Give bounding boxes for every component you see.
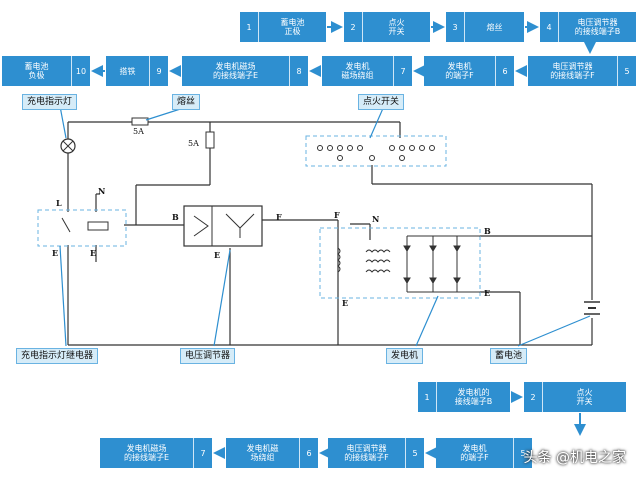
flow-step-9: 搭铁 9	[106, 56, 168, 86]
step-label: 发电机 的端子F	[460, 444, 489, 462]
step-label: 蓄电池 正极	[280, 18, 305, 36]
step-number: 6	[299, 438, 318, 468]
terminal-F-reg: F	[276, 212, 282, 222]
flow-bottom-step-4: 电压调节器 的接线端子F 5	[328, 438, 424, 468]
step-label: 熔丝	[486, 22, 503, 32]
label-fuse: 熔丝	[172, 94, 201, 110]
step-number: 2	[344, 12, 363, 42]
step-label: 点火 开关	[576, 388, 593, 406]
step-label: 蓄电池 负极	[24, 62, 49, 80]
label-generator: 发电机	[386, 348, 424, 364]
terminal-E-gen-mid: E	[342, 298, 348, 308]
flow-step-7: 发电机 磁场绕组 7	[322, 56, 412, 86]
fuse-right-rating: 5A	[188, 139, 199, 148]
step-number: 9	[149, 56, 168, 86]
step-number: 1	[240, 12, 259, 42]
terminal-L: L	[56, 198, 62, 208]
flow-step-5: 电压调节器 的接线端子F 5	[528, 56, 636, 86]
wires	[67, 121, 593, 346]
step-number: 5	[617, 56, 636, 86]
generator-box	[319, 227, 481, 299]
step-label: 电压调节器 的接线端子F	[550, 62, 595, 80]
terminal-E-gen-right: E	[484, 288, 490, 298]
generator-stator-coils	[365, 249, 391, 273]
relay-coil	[87, 221, 109, 231]
flow-step-10: 蓄电池 负极 10	[2, 56, 90, 86]
step-number: 2	[524, 382, 543, 412]
flow-step-6: 发电机 的端子F 6	[424, 56, 514, 86]
flow-bottom-step-2: 2 点火 开关	[524, 382, 626, 412]
terminal-N-left: N	[98, 186, 105, 196]
step-number: 10	[71, 56, 90, 86]
step-number: 7	[193, 438, 212, 468]
label-relay: 充电指示灯继电器	[16, 348, 99, 364]
terminal-E-relay-right: E	[90, 248, 96, 258]
flow-bottom-step-5: 发电机磁 场绕组 6	[226, 438, 318, 468]
battery-symbol	[584, 301, 600, 315]
flow-bottom-step-6: 发电机磁场 的接线端子E 7	[100, 438, 212, 468]
regulator-transistor	[225, 213, 255, 238]
step-number: 7	[393, 56, 412, 86]
step-number: 4	[540, 12, 559, 42]
ignition-switch-box	[305, 135, 447, 167]
ignition-switch-contacts	[317, 145, 435, 161]
flow-step-1: 1 蓄电池 正极	[240, 12, 326, 42]
step-label: 发电机 磁场绕组	[341, 62, 374, 80]
flow-step-4: 4 电压调节器 的接线端子B	[540, 12, 636, 42]
step-label: 发电机的 接线端子B	[454, 388, 493, 406]
flow-step-3: 3 熔丝	[446, 12, 524, 42]
flow-arrows	[91, 21, 596, 459]
step-label: 电压调节器 的接线端子F	[344, 444, 389, 462]
rectifier-diodes	[403, 235, 480, 293]
step-label: 电压调节器 的接线端子B	[574, 18, 621, 36]
relay-contact	[61, 217, 71, 233]
relay-box	[37, 209, 127, 247]
flow-step-8: 发电机磁场 的接线端子E 8	[182, 56, 308, 86]
step-label: 发电机磁 场绕组	[246, 444, 279, 462]
label-battery: 蓄电池	[490, 348, 528, 364]
flow-bottom-step-3: 发电机 的端子F 5	[436, 438, 532, 468]
step-number: 3	[446, 12, 465, 42]
label-charge-lamp: 充电指示灯	[22, 94, 78, 110]
terminal-B-gen: B	[484, 226, 491, 236]
terminal-B-reg: B	[172, 212, 179, 222]
fuse-top-rating: 5A	[133, 127, 144, 136]
generator-field-coil	[337, 247, 341, 273]
terminal-N-gen: N	[372, 214, 379, 224]
terminal-E-reg: E	[214, 250, 220, 260]
step-label: 发电机 的端子F	[445, 62, 474, 80]
regulator-box	[183, 205, 263, 247]
step-label: 发电机磁场 的接线端子E	[212, 62, 259, 80]
step-label: 发电机磁场 的接线端子E	[123, 444, 170, 462]
step-number: 1	[418, 382, 437, 412]
step-number: 5	[513, 438, 532, 468]
step-number: 8	[289, 56, 308, 86]
step-label: 点火 开关	[388, 18, 405, 36]
step-label: 搭铁	[119, 66, 136, 76]
terminal-F-gen: F	[334, 210, 340, 220]
label-regulator: 电压调节器	[180, 348, 236, 364]
fuse-top-symbol	[131, 117, 149, 126]
label-ignition-switch: 点火开关	[358, 94, 405, 110]
regulator-diode	[193, 215, 209, 237]
flow-step-2: 2 点火 开关	[344, 12, 430, 42]
terminal-E-relay-left: E	[52, 248, 58, 258]
fuse-right-symbol	[205, 131, 215, 149]
watermark: 头条 @机电之家	[523, 450, 626, 466]
step-number: 6	[495, 56, 514, 86]
charge-lamp-symbol	[60, 138, 76, 154]
flow-bottom-step-1: 1 发电机的 接线端子B	[418, 382, 510, 412]
step-number: 5	[405, 438, 424, 468]
